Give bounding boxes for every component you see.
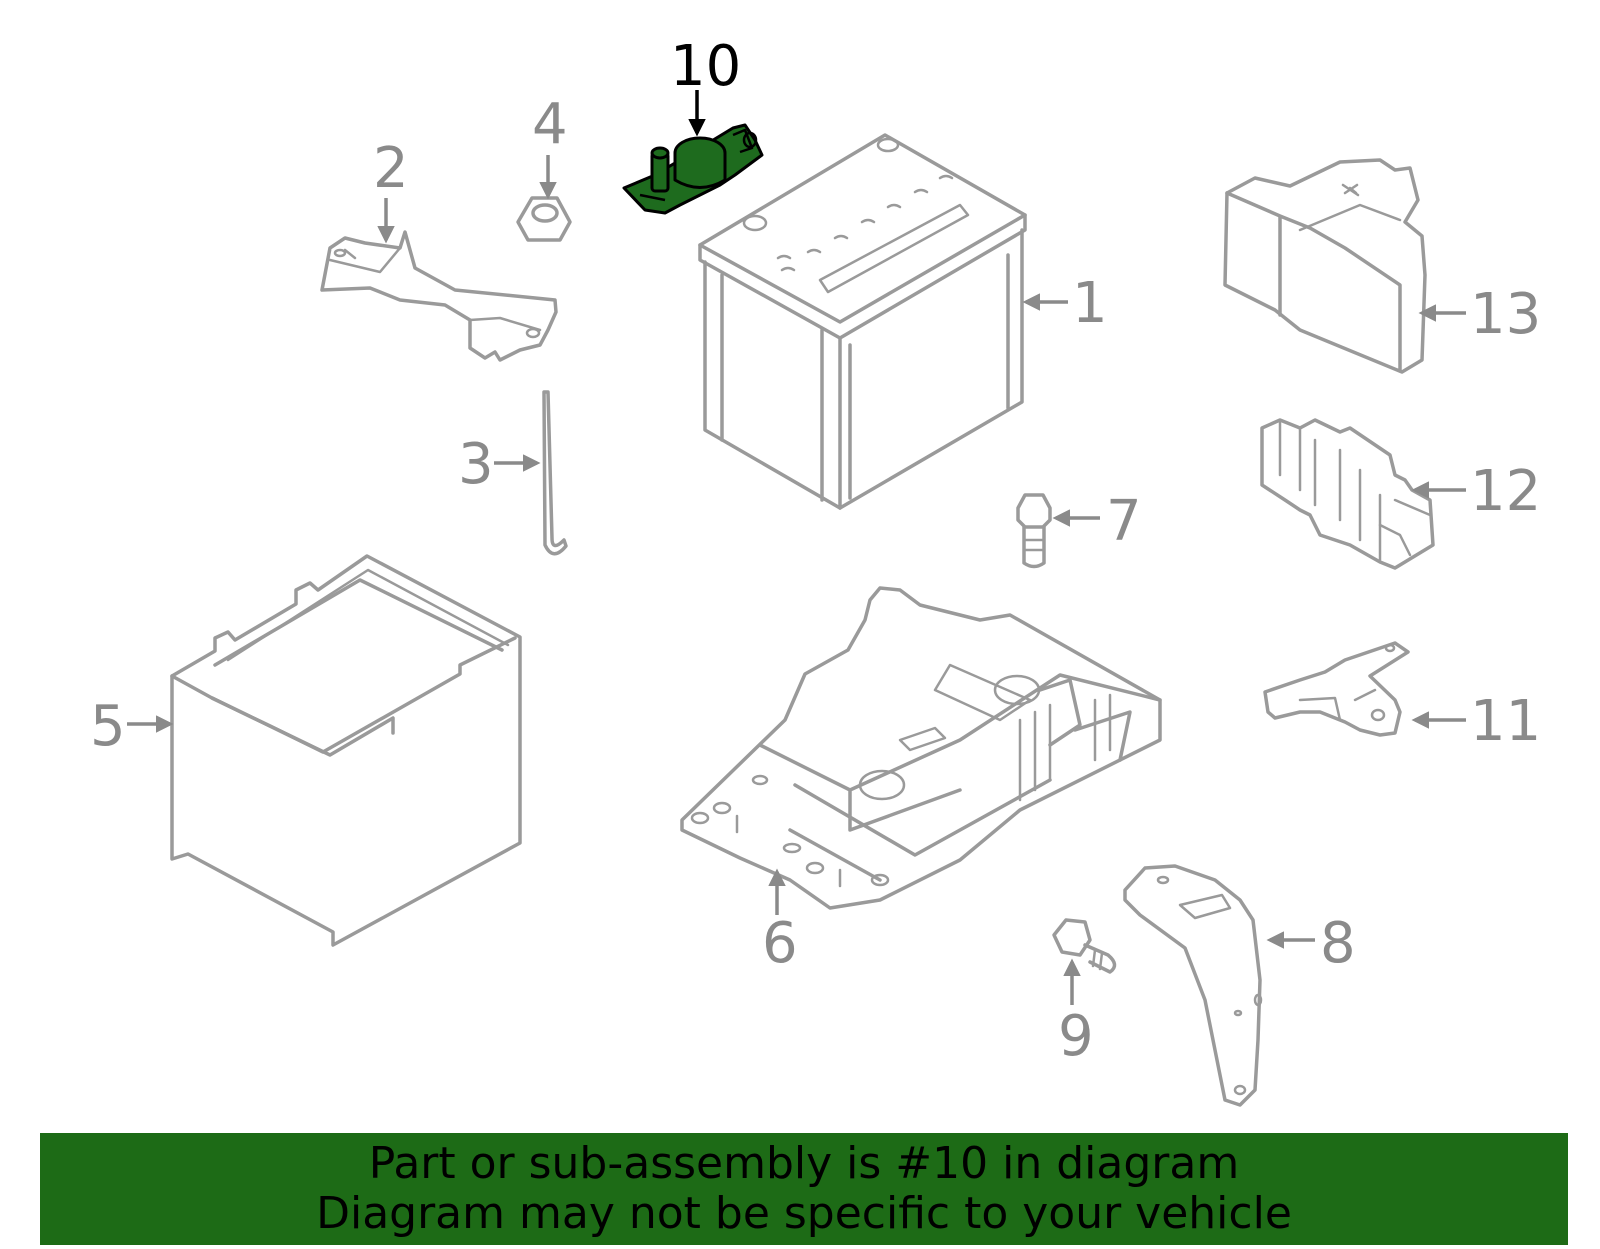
part-3-hook-rod[interactable] <box>542 390 568 556</box>
callout-labels: 1 2 3 4 5 6 7 8 9 10 11 12 13 <box>90 34 1541 1069</box>
callout-7: 7 <box>1106 489 1142 554</box>
part-13-terminal-cover[interactable] <box>1223 158 1427 374</box>
part-5-battery-cover[interactable] <box>170 554 522 947</box>
part-1-battery[interactable] <box>698 133 1027 510</box>
banner-line-part-number: Part or sub-assembly is #10 in diagram <box>368 1138 1240 1189</box>
callout-13: 13 <box>1470 282 1541 347</box>
callout-11: 11 <box>1470 689 1541 754</box>
part-8-support-bracket[interactable] <box>1123 864 1263 1107</box>
callout-2: 2 <box>373 136 409 201</box>
part-10-battery-terminal[interactable] <box>622 123 764 215</box>
callout-6: 6 <box>762 911 798 976</box>
part-9-bolt[interactable] <box>1052 918 1117 974</box>
callout-arrows <box>127 90 1466 1005</box>
callout-9: 9 <box>1058 1004 1094 1069</box>
callout-10: 10 <box>670 34 741 99</box>
callout-8: 8 <box>1320 911 1356 976</box>
callout-5: 5 <box>90 694 126 759</box>
part-7-bolt[interactable] <box>1016 493 1052 569</box>
info-banner: Part or sub-assembly is #10 in diagram D… <box>40 1133 1568 1245</box>
callout-1: 1 <box>1072 271 1108 336</box>
part-12-fusible-link-cover[interactable] <box>1260 418 1435 570</box>
callout-4: 4 <box>532 92 568 157</box>
callout-3: 3 <box>458 432 494 497</box>
part-2-hold-down-bracket[interactable] <box>320 230 558 362</box>
part-4-nut[interactable] <box>516 196 572 242</box>
banner-line-disclaimer: Diagram may not be specific to your vehi… <box>316 1188 1292 1239</box>
callout-12: 12 <box>1470 459 1541 524</box>
part-11-negative-terminal[interactable] <box>1263 641 1410 737</box>
part-6-battery-tray[interactable] <box>680 586 1162 910</box>
